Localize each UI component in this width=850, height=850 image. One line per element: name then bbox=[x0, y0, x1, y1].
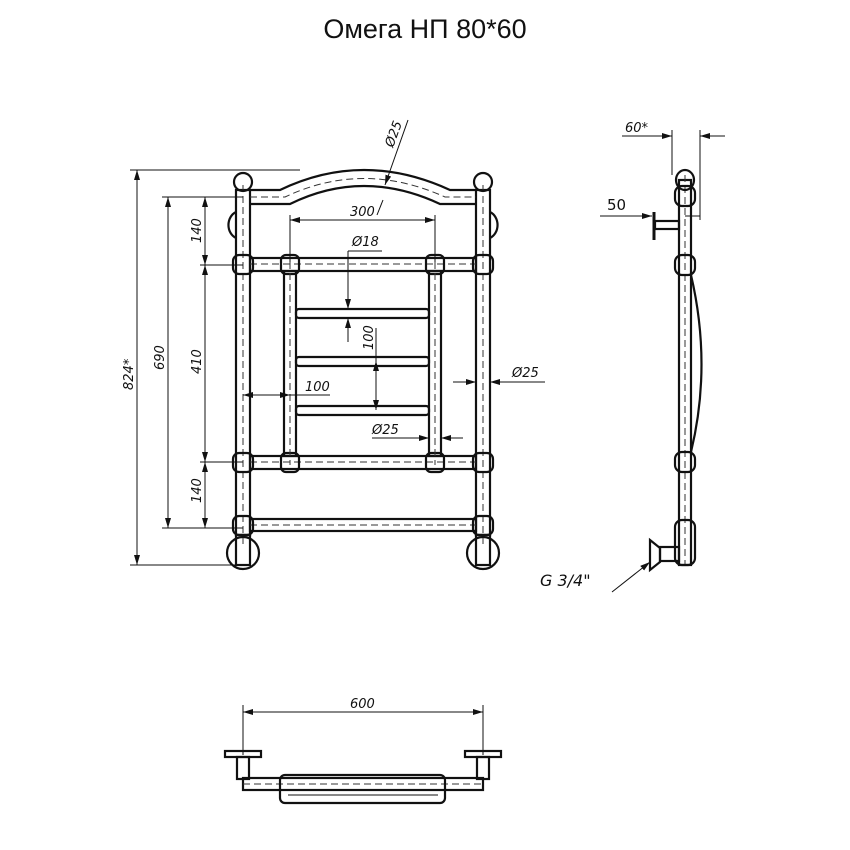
dim-wall-distance: 50 bbox=[607, 196, 626, 214]
dim-middle-spacing: 410 bbox=[190, 349, 205, 374]
left-wall-bracket bbox=[227, 211, 237, 239]
dim-inner-post-diameter: Ø25 bbox=[371, 423, 399, 438]
side-valve bbox=[648, 537, 662, 573]
inner-bar-2 bbox=[294, 355, 431, 368]
dim-total-height: 824* bbox=[122, 358, 137, 390]
wall-mount bbox=[653, 219, 681, 231]
dim-depth: 60* bbox=[625, 121, 649, 136]
dim-bar-diameter: Ø18 bbox=[351, 235, 379, 250]
bottom-view-inner-frame bbox=[278, 773, 447, 805]
dim-outer-post-diameter: Ø25 bbox=[511, 366, 539, 381]
left-bottom-valve bbox=[225, 535, 261, 571]
thread-label: G 3/4" bbox=[540, 571, 591, 590]
dim-bottom-spacing: 140 bbox=[190, 478, 205, 503]
inner-bar-1 bbox=[294, 307, 431, 320]
right-top-finial bbox=[472, 171, 494, 193]
dim-top-spacing: 140 bbox=[190, 218, 205, 243]
front-view: Ø25 300 Ø18 824* 690 140 410 140 100 100… bbox=[122, 119, 545, 571]
dim-axis-height: 690 bbox=[153, 345, 168, 370]
bottom-view: 600 bbox=[223, 697, 503, 805]
dim-post-offset: 100 bbox=[305, 380, 330, 395]
right-wall-bracket bbox=[489, 211, 499, 239]
inner-bar-3 bbox=[294, 404, 431, 417]
dim-inner-width: 300 bbox=[350, 205, 375, 220]
drawing-title: Омега НП 80*60 bbox=[323, 14, 527, 44]
dim-bottom-width: 600 bbox=[350, 697, 375, 712]
right-bottom-valve bbox=[465, 535, 501, 571]
side-view: 60* 50 G 3/4" bbox=[540, 121, 725, 593]
left-top-finial bbox=[232, 171, 254, 193]
dim-bar-pitch: 100 bbox=[362, 325, 377, 350]
side-arch bbox=[689, 274, 703, 453]
top-arched-rail bbox=[250, 168, 476, 192]
